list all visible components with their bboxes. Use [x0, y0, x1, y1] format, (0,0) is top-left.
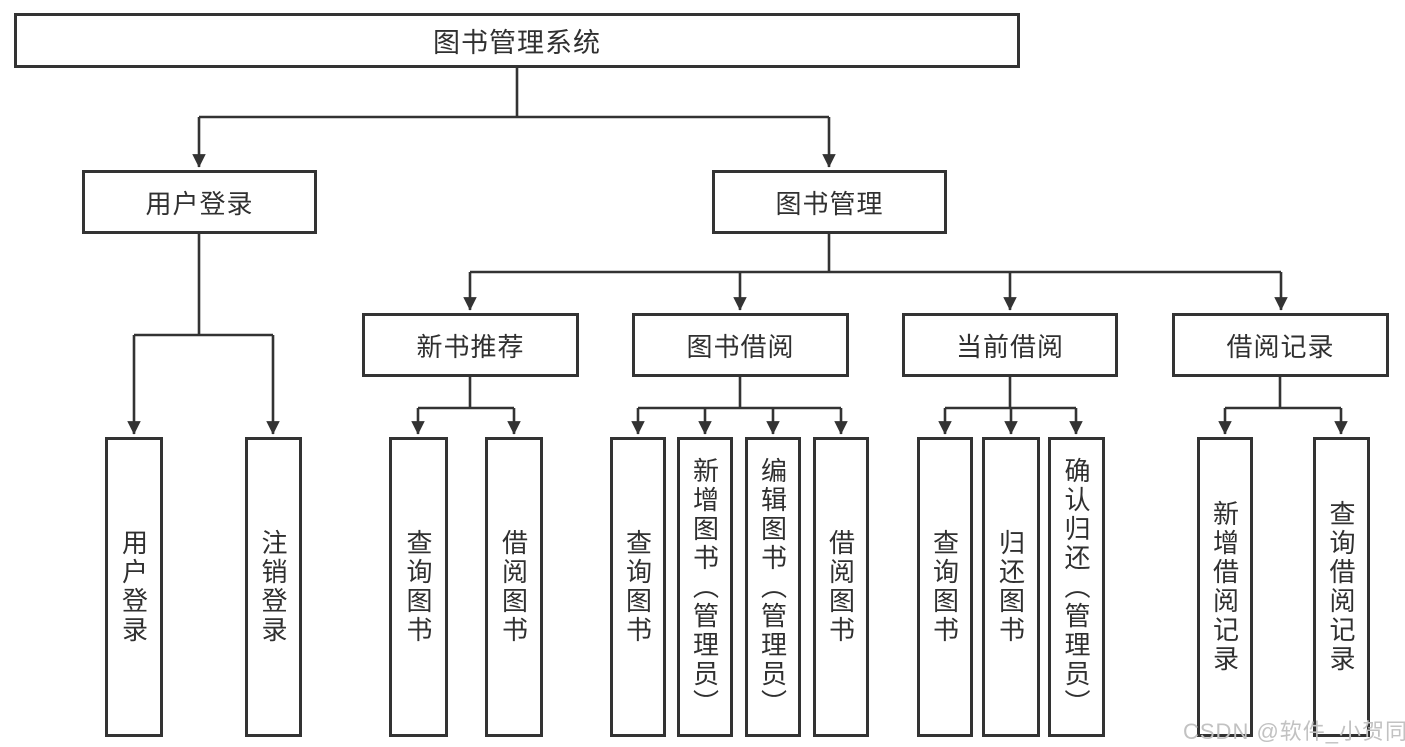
connector-borrowing-records-to-leaves — [1218, 377, 1348, 435]
connector-user-login-to-leaves — [127, 233, 280, 435]
node-book-borrowing: 图书借阅 — [632, 313, 849, 377]
leaf-add-borrow-record: 新增借阅记录 — [1197, 437, 1253, 737]
leaf-query-borrow-record: 查询借阅记录 — [1313, 437, 1370, 737]
leaf-return-books: 归还图书 — [982, 437, 1040, 737]
connector-book-management-to-level3 — [463, 233, 1288, 311]
leaf-add-books-admin: 新增图书（管理员） — [677, 437, 733, 737]
connector-book-borrowing-to-leaves — [631, 377, 848, 435]
leaf-user-login: 用户登录 — [105, 437, 163, 737]
leaf-query-books-current: 查询图书 — [917, 437, 973, 737]
leaf-query-books-recommendation: 查询图书 — [389, 437, 448, 737]
node-current-borrowing: 当前借阅 — [902, 313, 1118, 377]
leaf-logout: 注销登录 — [245, 437, 302, 737]
leaf-query-books-borrowing: 查询图书 — [610, 437, 666, 737]
node-book-management: 图书管理 — [712, 170, 947, 234]
node-library-management-system: 图书管理系统 — [14, 13, 1020, 68]
leaf-borrow-books: 借阅图书 — [813, 437, 869, 737]
node-user-login: 用户登录 — [82, 170, 317, 234]
connector-new-book-recommendation-to-leaves — [411, 377, 521, 435]
leaf-borrow-books-recommendation: 借阅图书 — [485, 437, 543, 737]
connector-current-borrowing-to-leaves — [938, 377, 1083, 435]
leaf-edit-books-admin: 编辑图书（管理员） — [745, 437, 801, 737]
node-borrowing-records: 借阅记录 — [1172, 313, 1389, 377]
node-new-book-recommendation: 新书推荐 — [362, 313, 579, 377]
leaf-confirm-return-admin: 确认归还（管理员） — [1048, 437, 1105, 737]
connector-root-to-level2 — [192, 68, 836, 168]
csdn-watermark: CSDN @软件_小贺同学 — [1183, 719, 1405, 744]
